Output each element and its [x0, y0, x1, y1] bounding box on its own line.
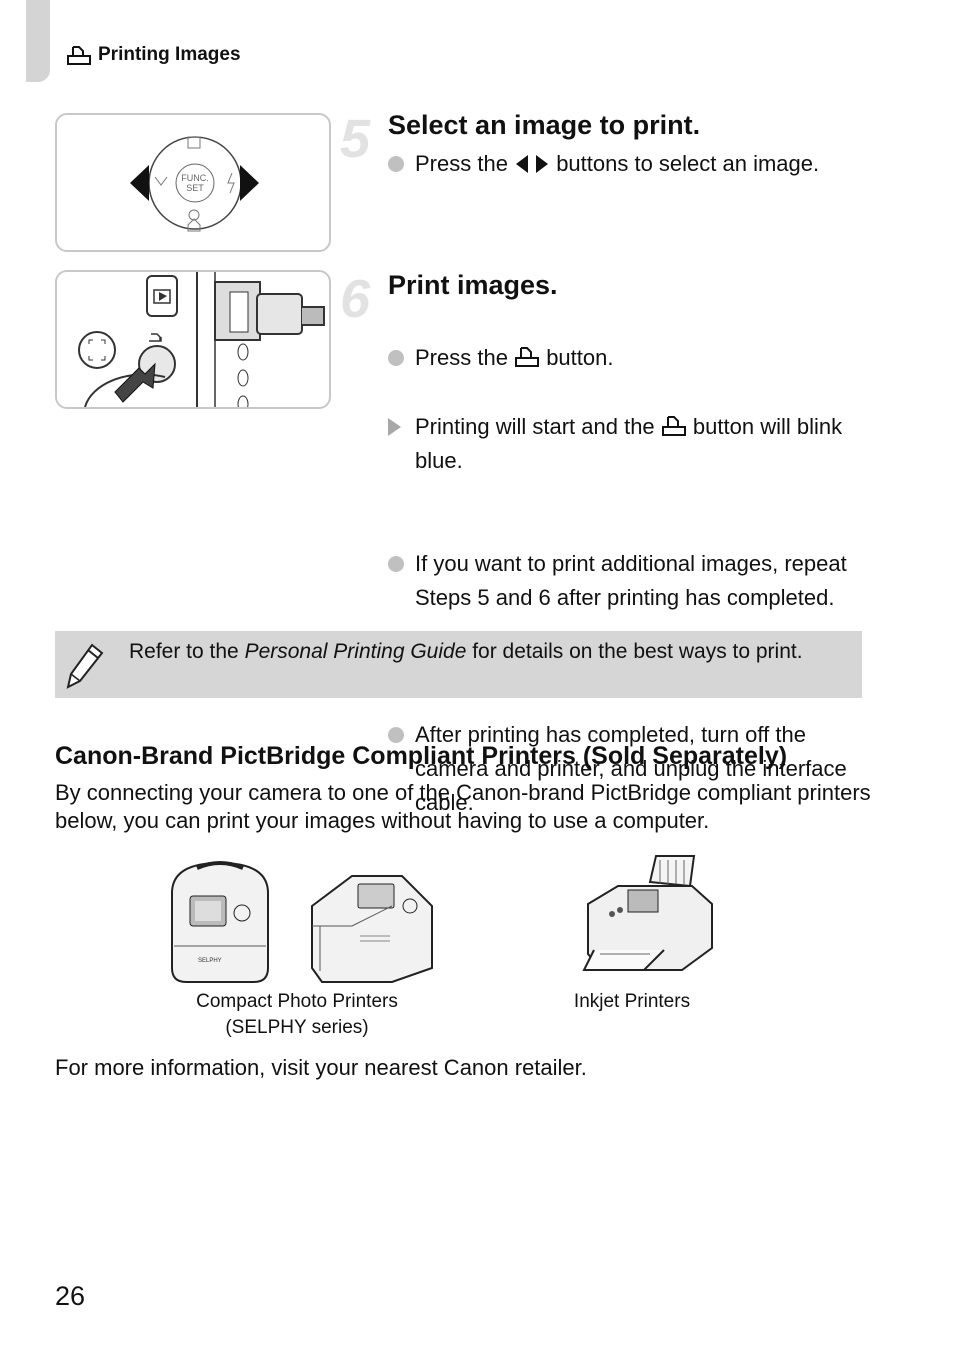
left-arrow-icon [130, 165, 149, 201]
left-right-buttons-icon [516, 155, 549, 173]
step6-bullet-4-text: After printing has completed, turn off t… [415, 722, 847, 815]
step6-bullet-1-post: button. [546, 345, 614, 370]
step5-bullet-1-pre: Press the [415, 151, 508, 176]
inkjet-printer-image [582, 855, 713, 971]
camera-print-button-illustration [55, 270, 331, 409]
selphy-compact-printer-image [311, 875, 433, 983]
step6-bullet-2-post: button will blink blue. [415, 414, 843, 473]
step6-bullet-3-text: If you want to print additional images, … [415, 551, 847, 610]
step5-bullet-1-post: buttons to select an image. [556, 151, 820, 176]
dial-label-func: FUNC. [181, 173, 209, 183]
note-guide-title: Personal Printing Guide [244, 640, 467, 663]
page-header: Printing Images [66, 44, 241, 66]
dial-label-set: SET [186, 183, 204, 193]
step6-title: Print images. [388, 270, 558, 300]
control-dial-illustration: FUNC. SET [55, 113, 331, 252]
section-body: By connecting your camera to one of the … [55, 780, 871, 833]
caption-compact-line2: (SELPHY series) [225, 1017, 369, 1038]
step6-bullet-4: After printing has completed, turn off t… [388, 718, 885, 820]
note-post: for details on the best ways to print. [472, 640, 803, 663]
step5-title: Select an image to print. [388, 110, 701, 140]
right-arrow-icon [240, 165, 259, 201]
print-button-icon [515, 347, 540, 367]
caption-compact-printers: Compact Photo Printers (SELPHY series) [166, 989, 428, 1041]
print-button-icon [661, 416, 686, 436]
selphy-portable-printer-image: SELPHY [171, 861, 269, 983]
note-pre: Refer to the [129, 640, 239, 663]
header-title: Printing Images [98, 44, 241, 65]
page-number: 26 [55, 1281, 86, 1311]
pencil-icon [66, 643, 104, 689]
step6-bullet-2-pre: Printing will start and the [415, 414, 655, 439]
footer-text: For more information, visit your nearest… [55, 1055, 587, 1080]
step5-number: 5 [340, 109, 371, 169]
caption-inkjet-printers: Inkjet Printers [573, 991, 691, 1012]
step6-bullet-2: Printing will start and the button will … [388, 410, 875, 478]
caption-compact-line1: Compact Photo Printers [196, 991, 398, 1012]
note-text: Refer to the Personal Printing Guide for… [129, 640, 803, 664]
selphy-label: SELPHY [198, 958, 222, 964]
note-box [55, 631, 862, 698]
step6-bullet-1-pre: Press the [415, 345, 508, 370]
section-title: Canon-Brand PictBridge Compliant Printer… [55, 742, 788, 770]
chapter-tab [26, 0, 50, 82]
print-icon [67, 46, 91, 65]
step6-bullet-1: Press the button. [388, 341, 895, 375]
step6-bullet-3: If you want to print additional images, … [388, 547, 875, 615]
step6-number: 6 [340, 269, 371, 329]
step5-bullet-1: Press the buttons to select an image. [388, 147, 905, 181]
